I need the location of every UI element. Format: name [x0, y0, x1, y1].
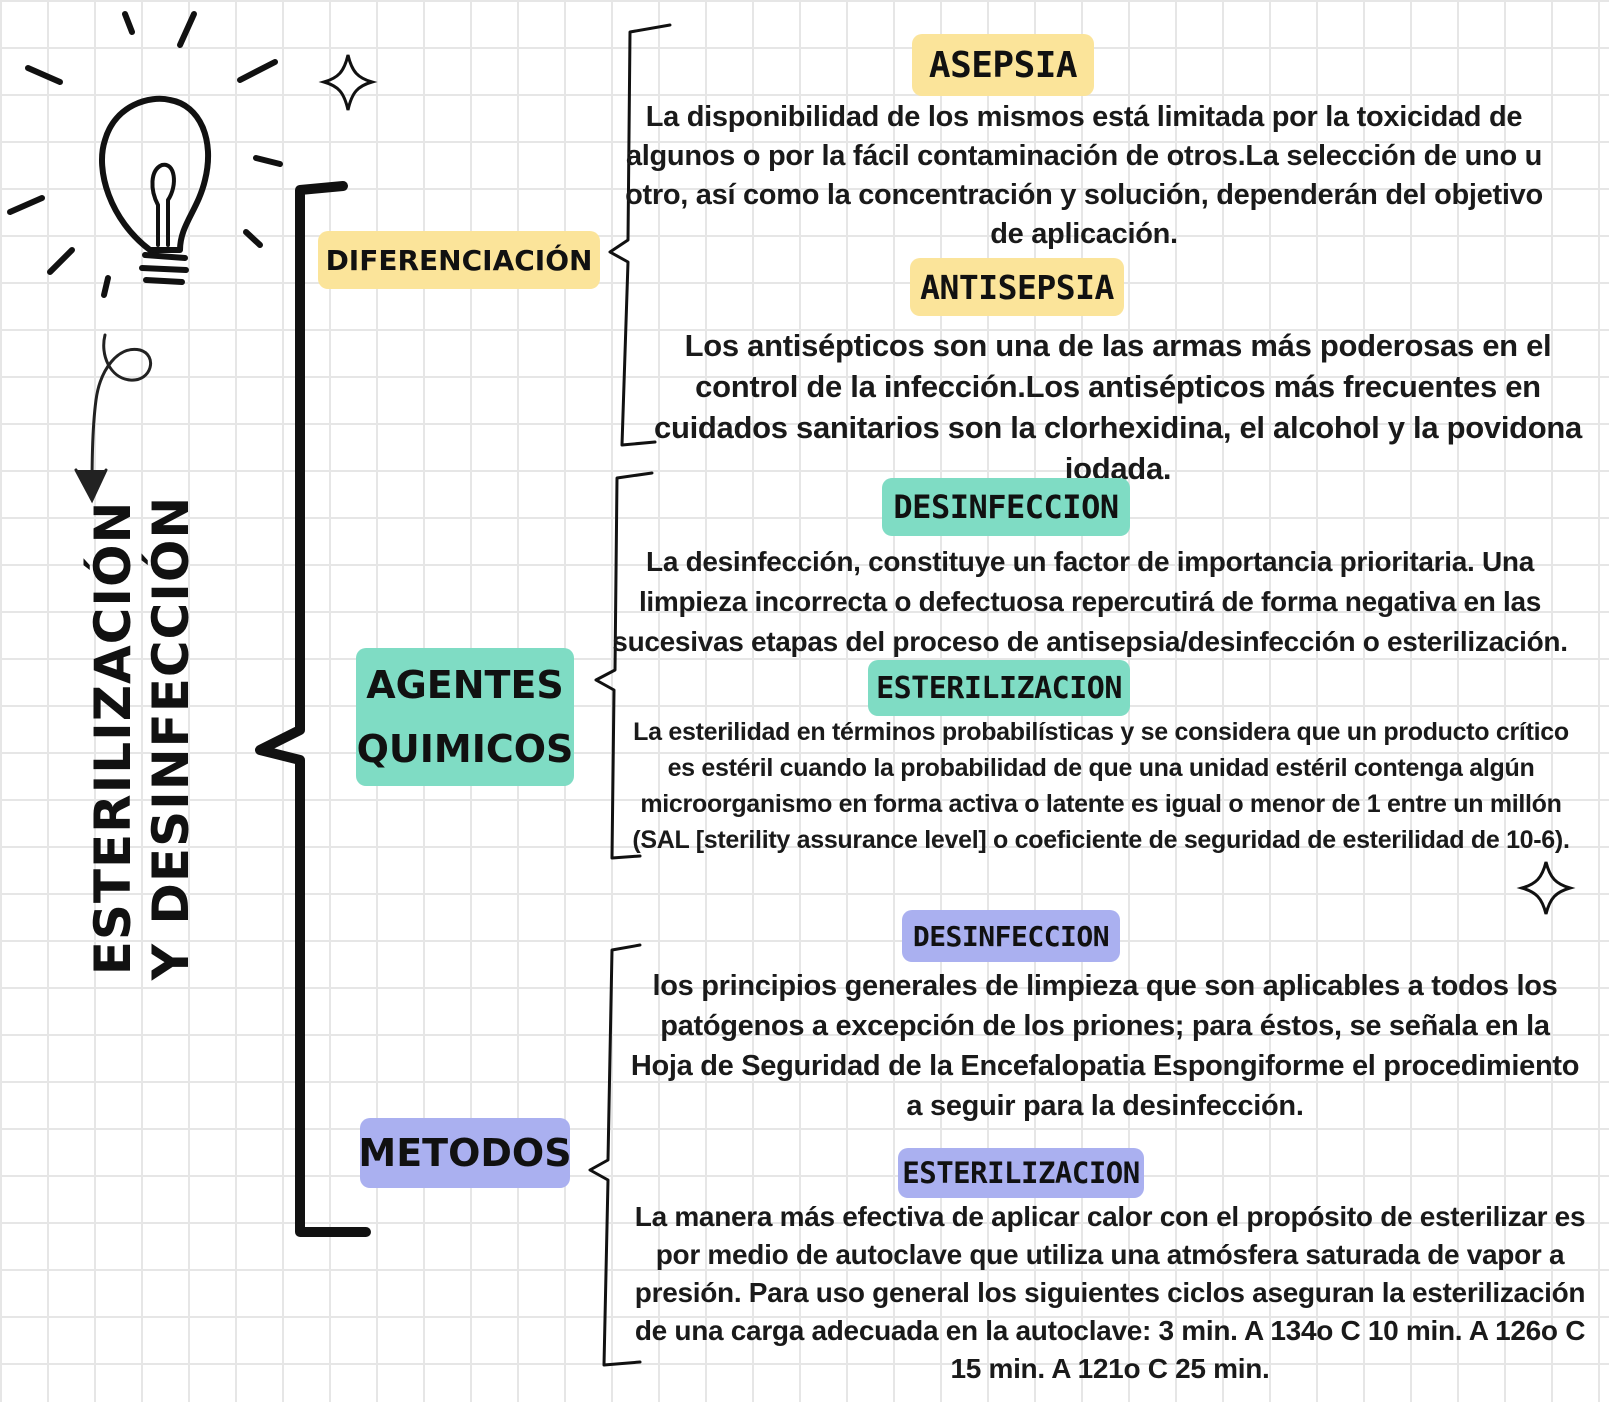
heading-agentes-desinfeccion: DESINFECCION [882, 478, 1130, 536]
category-label: QUIMICOS [356, 727, 574, 771]
text-asepsia: La disponibilidad de los mismos está lim… [625, 101, 1543, 250]
heading-antisepsia: ANTISEPSIA [910, 258, 1124, 316]
category-label: AGENTES [366, 663, 564, 707]
sparkle-icon [318, 54, 378, 111]
curly-arrow-icon [74, 333, 152, 504]
lightbulb-icon [99, 95, 212, 285]
category-label: DIFERENCIACIÓN [325, 243, 593, 277]
sub-brace [588, 23, 672, 1367]
category-label: METODOS [358, 1131, 572, 1175]
heading-metodos-esterilizacion: ESTERILIZACION [898, 1148, 1144, 1198]
category-diferenciacion: DIFERENCIACIÓN [318, 231, 600, 289]
heading-agentes-esterilizacion: ESTERILIZACION [868, 660, 1130, 716]
title-line-1: ESTERILIZACIÓN [84, 500, 142, 976]
text-metodos-desinfeccion: los principios generales de limpieza que… [630, 970, 1580, 1122]
heading-metodos-desinfeccion: DESINFECCION [902, 910, 1120, 962]
text-antisepsia: Los antisépticos son una de las armas má… [654, 328, 1582, 486]
text-agentes-desinfeccion: La desinfección, constituye un factor de… [612, 546, 1568, 657]
text-agentes-esterilizacion: La esterilidad en términos probabilístic… [632, 718, 1570, 854]
text-metodos-esterilizacion: La manera más efectiva de aplicar calor … [634, 1201, 1586, 1384]
title-line-2: Y DESINFECCIÓN [142, 495, 200, 981]
sparkle-icon [1516, 861, 1576, 915]
category-metodos: METODOS [358, 1118, 572, 1188]
vertical-title: ESTERILIZACIÓN Y DESINFECCIÓN [82, 496, 202, 980]
main-brace [255, 181, 371, 1237]
heading-asepsia: ASEPSIA [912, 34, 1094, 96]
category-agentes-quimicos: AGENTES QUIMICOS [356, 648, 574, 786]
bulb-rays [7, 11, 283, 298]
